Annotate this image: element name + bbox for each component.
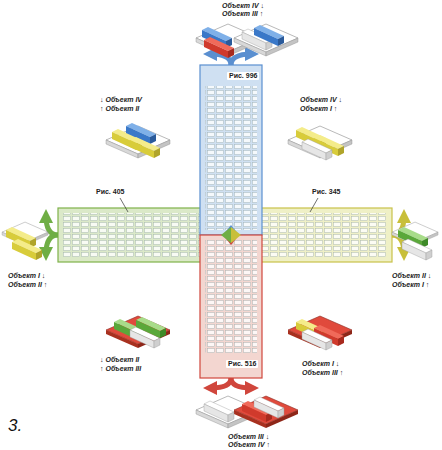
object-label: Объект II ↑ <box>8 281 47 289</box>
object-label: Объект IV ↓ <box>300 96 342 104</box>
object-label: ↑ Объект II <box>100 105 139 113</box>
figure-ref: Рис. 996 <box>227 72 259 80</box>
figure-ref: Рис. 345 <box>310 188 342 196</box>
object-label: ↑ Объект III <box>100 365 141 373</box>
figure-ref: Рис. 516 <box>226 360 258 368</box>
object-label: Объект I ↑ <box>300 105 337 113</box>
object-label: ↓ Объект IV <box>100 96 142 104</box>
object-label: Объект III ↑ <box>302 369 343 377</box>
object-label: Объект I ↑ <box>392 281 429 289</box>
object-label: Объект II ↓ <box>392 272 431 280</box>
object-label: Объект III ↓ <box>228 433 269 441</box>
object-label: Объект III ↑ <box>222 10 263 18</box>
object-label: Объект I ↓ <box>302 360 339 368</box>
figure-number: 3. <box>8 416 22 435</box>
figure-ref: Рис. 405 <box>94 188 126 196</box>
object-label: Объект IV ↑ <box>228 441 270 449</box>
object-label: Объект IV ↓ <box>222 2 264 10</box>
object-label: ↓ Объект II <box>100 356 139 364</box>
object-label: Объект I ↓ <box>8 272 45 280</box>
